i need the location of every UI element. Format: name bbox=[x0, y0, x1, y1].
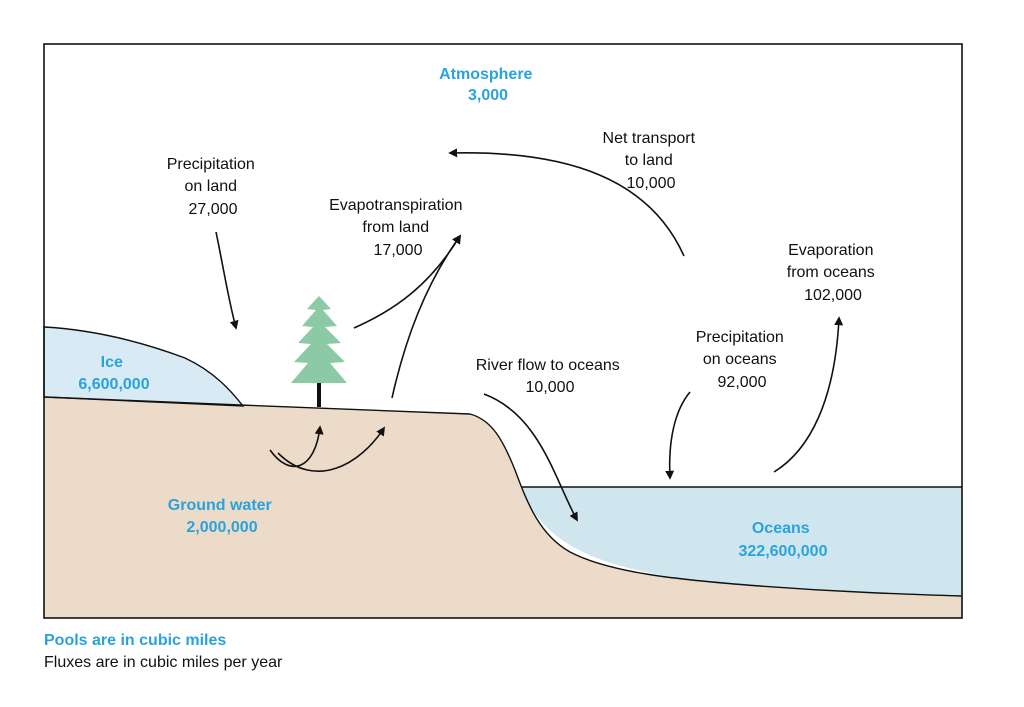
oceans-name: Oceans bbox=[752, 520, 810, 537]
net-transport-line2: to land bbox=[625, 152, 673, 169]
precipitation-on-land-value: 27,000 bbox=[189, 201, 238, 218]
evaporation-from-oceans-arrow bbox=[773, 316, 844, 473]
precipitation-on-oceans-line1: Precipitation bbox=[696, 329, 784, 346]
ocean-water bbox=[522, 487, 962, 596]
evaporation-from-oceans-value: 102,000 bbox=[804, 287, 862, 304]
atmosphere-name: Atmosphere bbox=[439, 66, 532, 83]
precipitation-on-oceans-label: Precipitation on oceans 92,000 bbox=[696, 329, 789, 391]
ground-water-value: 2,000,000 bbox=[186, 519, 257, 536]
ground-water-label: Ground water 2,000,000 bbox=[168, 497, 276, 536]
tree-icon bbox=[291, 296, 347, 407]
precipitation-on-land-label: Precipitation on land 27,000 bbox=[167, 156, 260, 218]
river-flow-arrow bbox=[483, 393, 578, 522]
net-transport-arrow bbox=[448, 148, 685, 257]
pools-units-note: Pools are in cubic miles bbox=[44, 632, 227, 649]
net-transport-value: 10,000 bbox=[627, 175, 676, 192]
evaporation-from-oceans-line1: Evaporation bbox=[788, 242, 873, 259]
ice-name: Ice bbox=[101, 354, 123, 371]
evaporation-from-oceans-label: Evaporation from oceans 102,000 bbox=[787, 242, 880, 304]
atmosphere-value: 3,000 bbox=[468, 87, 508, 104]
precipitation-on-oceans-arrow bbox=[665, 391, 691, 480]
ground-water-name: Ground water bbox=[168, 497, 272, 514]
evapotranspiration-value: 17,000 bbox=[374, 242, 423, 259]
ice-label: Ice 6,600,000 bbox=[78, 354, 149, 393]
diagram-frame bbox=[43, 43, 963, 619]
river-flow-line1: River flow to oceans bbox=[476, 357, 620, 374]
evapotranspiration-label: Evapotranspiration from land 17,000 bbox=[329, 197, 467, 259]
precipitation-on-oceans-line2: on oceans bbox=[703, 351, 777, 368]
groundwater-to-ground-arrow bbox=[277, 426, 385, 472]
evapotranspiration-arrow-from-ground bbox=[391, 234, 462, 399]
river-flow-label: River flow to oceans 10,000 bbox=[476, 357, 625, 396]
ground-surface-line bbox=[43, 396, 963, 597]
oceans-label: Oceans 322,600,000 bbox=[739, 520, 828, 560]
groundwater-to-tree-arrow bbox=[269, 425, 324, 468]
atmosphere-label: Atmosphere 3,000 bbox=[439, 66, 537, 104]
net-transport-line1: Net transport bbox=[603, 130, 696, 147]
evaporation-from-oceans-line2: from oceans bbox=[787, 264, 875, 281]
net-transport-label: Net transport to land 10,000 bbox=[603, 130, 700, 192]
evapotranspiration-line2: from land bbox=[362, 219, 429, 236]
precipitation-on-oceans-value: 92,000 bbox=[718, 374, 767, 391]
precipitation-on-land-arrow bbox=[215, 231, 239, 330]
oceans-value: 322,600,000 bbox=[739, 543, 828, 560]
evapotranspiration-line1: Evapotranspiration bbox=[329, 197, 462, 214]
fluxes-units-note: Fluxes are in cubic miles per year bbox=[44, 654, 283, 671]
river-flow-value: 10,000 bbox=[526, 379, 575, 396]
precipitation-on-land-line1: Precipitation bbox=[167, 156, 255, 173]
land bbox=[44, 397, 962, 618]
ice-value: 6,600,000 bbox=[78, 376, 149, 393]
ice-sheet bbox=[43, 326, 245, 407]
precipitation-on-land-line2: on land bbox=[185, 178, 238, 195]
